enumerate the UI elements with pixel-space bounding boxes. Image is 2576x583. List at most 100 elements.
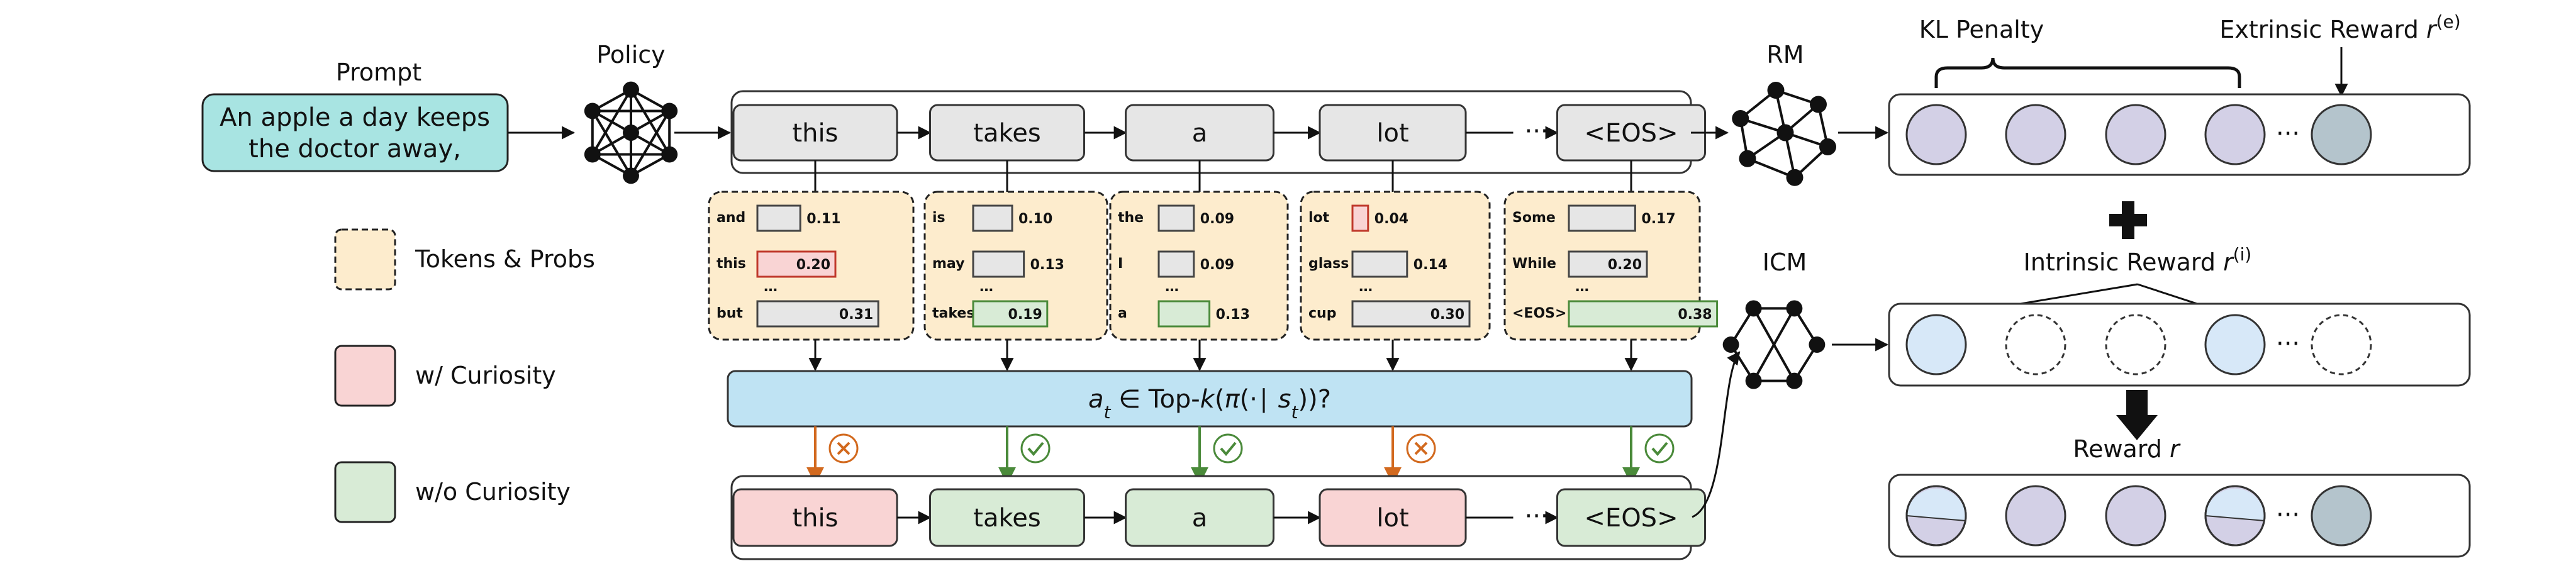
prob-word: glass — [1308, 256, 1349, 272]
net-node — [623, 167, 639, 184]
prob-value: 0.09 — [1200, 257, 1234, 273]
reward-split-line — [2205, 515, 2265, 521]
prob-value: 0.20 — [1608, 257, 1642, 273]
prob-bar — [1568, 300, 1719, 328]
prob-bar — [972, 300, 1049, 328]
policy-label: Policy — [596, 41, 665, 69]
net-node — [1776, 124, 1794, 142]
reward-circle-outline — [1905, 485, 1967, 547]
reward-circle — [1905, 104, 1967, 165]
policy-network-icon — [584, 81, 678, 184]
net-edge — [630, 89, 671, 155]
bottom-token-label: this — [793, 504, 839, 533]
net-edge — [591, 89, 632, 155]
extrinsic-reward-circles: ··· — [1905, 104, 2372, 165]
prob-word: the — [1118, 210, 1144, 226]
net-node — [1786, 372, 1803, 389]
prob-value: 0.13 — [1216, 307, 1250, 323]
prob-word: but — [716, 306, 743, 321]
prob-word: lot — [1308, 210, 1330, 226]
net-edge — [630, 110, 671, 177]
prob-bar — [756, 300, 879, 328]
icm-network-icon — [1722, 300, 1826, 389]
bottom-token-label: a — [1192, 504, 1208, 533]
ellipsis: ··· — [1525, 117, 1549, 146]
icm-label: ICM — [1763, 248, 1807, 276]
kl-penalty-label: KL Penalty — [1919, 16, 2044, 43]
condition-bar — [727, 370, 1693, 428]
prob-bar — [1351, 250, 1408, 278]
net-node — [1810, 96, 1827, 113]
net-node — [661, 103, 678, 119]
prob-value: 0.30 — [1430, 307, 1464, 323]
prob-word: <EOS> — [1512, 306, 1566, 321]
prob-bar — [1568, 204, 1636, 232]
ellipsis: ··· — [2276, 119, 2300, 148]
ellipsis: ··· — [2276, 501, 2300, 530]
rm-label: RM — [1766, 41, 1804, 69]
check-icon — [1213, 433, 1243, 464]
prob-value: 0.14 — [1413, 257, 1447, 273]
reward-circle — [2005, 485, 2066, 547]
prob-value: 0.04 — [1374, 211, 1408, 227]
prompt-label: Prompt — [336, 58, 421, 86]
top-token-label: a — [1192, 119, 1208, 148]
check-icon — [1644, 433, 1675, 464]
prob-dots: … — [764, 279, 778, 295]
bottom-token-label: lot — [1376, 504, 1408, 533]
ellipsis: ··· — [1525, 502, 1549, 531]
prob-word: a — [1118, 306, 1127, 321]
net-node — [1745, 372, 1762, 389]
net-node — [623, 81, 639, 98]
arrow-tokens-to-icm — [1692, 351, 1741, 518]
prob-word: is — [932, 210, 945, 226]
reward-circle — [2105, 485, 2166, 547]
prob-word: takes — [932, 306, 974, 321]
legend-label: w/o Curiosity — [415, 478, 571, 506]
net-node — [1767, 82, 1785, 99]
reward-circles: ··· — [1905, 485, 2372, 547]
reward-label: Reward r — [2073, 435, 2181, 463]
legend-swatch — [334, 228, 396, 291]
net-node — [1745, 300, 1762, 317]
reward-circle — [2005, 314, 2066, 375]
prob-panel — [1109, 191, 1289, 341]
net-node — [1786, 169, 1804, 186]
prompt-text-line2: the doctor away, — [248, 135, 461, 164]
reward-circle — [1905, 314, 1967, 375]
bottom-token-box — [1556, 488, 1706, 547]
prob-bar — [756, 204, 801, 232]
top-token-label: lot — [1376, 119, 1408, 148]
prob-bar — [1157, 204, 1195, 232]
prob-value: 0.13 — [1030, 257, 1064, 273]
reward-circle — [2105, 314, 2166, 375]
reward-circle — [2204, 314, 2266, 375]
reward-circle — [2204, 104, 2266, 165]
prompt-box — [201, 93, 509, 172]
net-node — [1722, 336, 1739, 353]
prob-value: 0.17 — [1641, 211, 1675, 227]
legend-swatch — [334, 345, 396, 407]
prob-bar — [1351, 204, 1369, 232]
prob-dots: … — [1165, 279, 1179, 295]
selection-arrows — [806, 426, 1675, 485]
prob-dots: … — [979, 279, 993, 295]
cross-mark — [837, 441, 850, 455]
net-edge — [591, 110, 632, 177]
top-token-label: takes — [973, 119, 1040, 148]
prob-value: 0.38 — [1678, 307, 1712, 323]
rm-network-icon — [1732, 82, 1836, 186]
prob-word: I — [1118, 256, 1123, 272]
prob-word: cup — [1308, 306, 1336, 321]
check-mark — [1220, 441, 1237, 457]
reward-circle-outline — [2204, 485, 2266, 547]
bottom-token-label: takes — [973, 504, 1040, 533]
net-node — [1819, 138, 1836, 155]
net-node — [1809, 336, 1826, 353]
intrinsic-reward-circles: ··· — [1905, 314, 2372, 375]
prob-value: 0.11 — [806, 211, 840, 227]
prob-bar — [972, 250, 1025, 278]
